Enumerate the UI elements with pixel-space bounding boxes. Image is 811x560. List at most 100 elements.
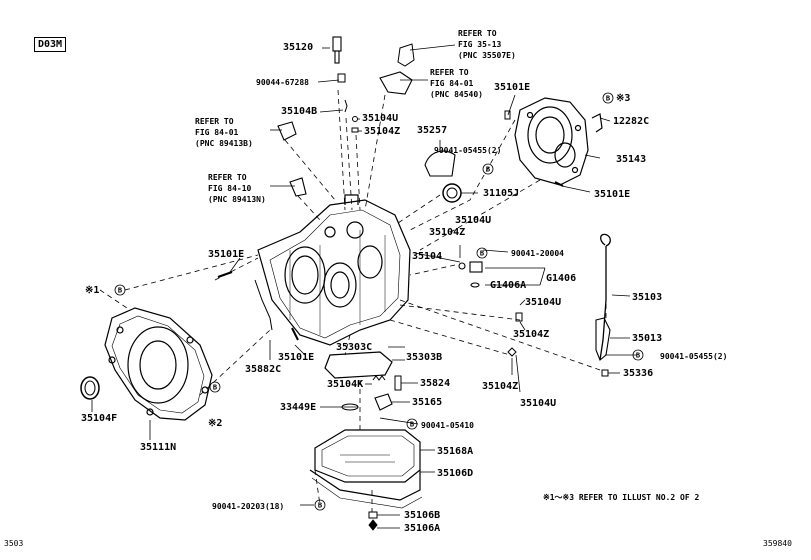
refer1-line1: REFER TO — [195, 117, 234, 126]
part-35106d-label[interactable]: 35106D — [437, 468, 474, 479]
svg-text:B: B — [636, 352, 640, 360]
part-35165-label[interactable]: 35165 — [412, 397, 443, 408]
plug-35104u-r — [515, 312, 523, 322]
footer-figure-number: 359840 — [763, 539, 792, 548]
solenoid-g1406 — [458, 261, 483, 288]
part-35104f-label[interactable]: 35104F — [81, 413, 118, 424]
strainer-35303b — [324, 351, 393, 379]
refer3-line1: REFER TO — [458, 29, 497, 38]
converter-housing — [104, 307, 213, 421]
part-90041-20004-label[interactable]: 90041-20004 — [511, 249, 564, 258]
part-35111n-label[interactable]: 35111N — [140, 442, 177, 453]
stud-35104b — [344, 99, 348, 113]
part-12282c-label[interactable]: 12282C — [613, 116, 650, 127]
part-35104z-mid-label[interactable]: 35104Z — [429, 227, 466, 238]
part-35104u-b-label[interactable]: 35104U — [520, 398, 557, 409]
oil-seal-35104f — [80, 376, 100, 400]
note-mark-3: ※3 — [616, 93, 631, 104]
bracket-refer3 — [397, 43, 415, 67]
part-90041-05455-r-label[interactable]: 90041-05455(2) — [660, 352, 728, 361]
bolt-markers — [114, 92, 644, 511]
svg-text:B: B — [118, 287, 122, 295]
bolt-90044 — [337, 73, 346, 83]
assembly-lines — [99, 89, 607, 512]
refer4-line2[interactable]: FIG 84-01 — [430, 79, 474, 88]
pin-35101e-b — [291, 327, 299, 341]
part-g1406a-label[interactable]: G1406A — [490, 280, 527, 291]
part-35882c-label[interactable]: 35882C — [245, 364, 282, 375]
rear-cover-35143 — [514, 97, 589, 186]
oil-pan — [309, 429, 423, 509]
refer2-line3: (PNC 89413N) — [208, 195, 266, 204]
svg-text:B: B — [486, 166, 490, 174]
part-35103-label[interactable]: 35103 — [632, 292, 663, 303]
part-35013-label[interactable]: 35013 — [632, 333, 663, 344]
oring-35104u-top — [352, 116, 358, 122]
svg-text:B: B — [410, 421, 414, 429]
part-31105j-label[interactable]: 31105J — [483, 188, 520, 199]
part-35104k-label[interactable]: 35104K — [327, 379, 364, 390]
part-90044-67288-label[interactable]: 90044-67288 — [256, 78, 309, 87]
footer-page-code: 3503 — [4, 539, 24, 548]
clip-12282c — [591, 113, 603, 133]
note-mark-1: ※1 — [85, 285, 100, 296]
part-35336-label[interactable]: 35336 — [623, 368, 654, 379]
pin-35101e-top — [504, 110, 511, 120]
gasket-35106a — [368, 519, 378, 531]
part-35143-label[interactable]: 35143 — [616, 154, 647, 165]
part-35824 — [394, 375, 402, 391]
drain-plug-35106b — [368, 511, 378, 519]
refer3-line3: (PNC 35507E) — [458, 51, 516, 60]
svg-text:B: B — [606, 95, 610, 103]
sensor-refer4 — [379, 71, 413, 95]
part-35303c-label[interactable]: 35303C — [336, 342, 373, 353]
note-mark-2: ※2 — [208, 418, 223, 429]
diagram-code-box: D03M — [34, 37, 67, 52]
part-35101e-top-label[interactable]: 35101E — [494, 82, 531, 93]
part-35303b-label[interactable]: 35303B — [406, 352, 443, 363]
part-35824-label[interactable]: 35824 — [420, 378, 451, 389]
part-35104b-label[interactable]: 35104B — [281, 106, 318, 117]
svg-text:B: B — [480, 250, 484, 258]
bolt-marker-letters: B B B B B B B B — [118, 95, 640, 510]
refer2-line1: REFER TO — [208, 173, 247, 182]
part-90041-20203-label[interactable]: 90041-20203(18) — [212, 502, 285, 511]
part-35104u-r-label[interactable]: 35104U — [525, 297, 562, 308]
part-35104u-top-label[interactable]: 35104U — [362, 113, 399, 124]
part-35101e-b-label[interactable]: 35101E — [278, 352, 315, 363]
part-35120-label[interactable]: 35120 — [283, 42, 314, 53]
refer3-line2[interactable]: FIG 35-13 — [458, 40, 502, 49]
part-35104u-mid-label[interactable]: 35104U — [455, 215, 492, 226]
part-35104z-b-label[interactable]: 35104Z — [482, 381, 519, 392]
part-35104z-top-label[interactable]: 35104Z — [364, 126, 401, 137]
refer4-line3: (PNC 84540) — [430, 90, 483, 99]
svg-text:B: B — [213, 384, 217, 392]
part-35101e-l-label[interactable]: 35101E — [208, 249, 245, 260]
wire-35882c — [254, 279, 273, 331]
part-35104z-r-label[interactable]: 35104Z — [513, 329, 550, 340]
part-35106a-label[interactable]: 35106A — [404, 523, 441, 534]
refer4-line1: REFER TO — [430, 68, 469, 77]
part-35106b-label[interactable]: 35106B — [404, 510, 441, 521]
bracket-35257 — [424, 150, 456, 177]
part-35257-label[interactable]: 35257 — [417, 125, 448, 136]
svg-text:B: B — [318, 502, 322, 510]
part-35101e-r-label[interactable]: 35101E — [594, 189, 631, 200]
part-35168a-label[interactable]: 35168A — [437, 446, 474, 457]
refer1-line3: (PNC 89413B) — [195, 139, 253, 148]
part-33449e-label[interactable]: 33449E — [280, 402, 317, 413]
connector-refer1 — [277, 121, 297, 141]
connector-refer2 — [289, 177, 307, 197]
plug-35104z-b — [507, 347, 517, 357]
spring-35104k — [372, 375, 386, 381]
transmission-case — [257, 194, 411, 346]
part-90041-05455-top-label[interactable]: 90041-05455(2) — [434, 146, 502, 155]
part-35165 — [374, 393, 393, 411]
part-35104-label[interactable]: 35104 — [412, 251, 443, 262]
plug-35104z-top — [351, 127, 359, 133]
part-90041-05410-label[interactable]: 90041-05410 — [421, 421, 474, 430]
refer2-line2[interactable]: FIG 84-10 — [208, 184, 252, 193]
refer1-line2[interactable]: FIG 84-01 — [195, 128, 239, 137]
part-g1406-label[interactable]: G1406 — [546, 273, 577, 284]
